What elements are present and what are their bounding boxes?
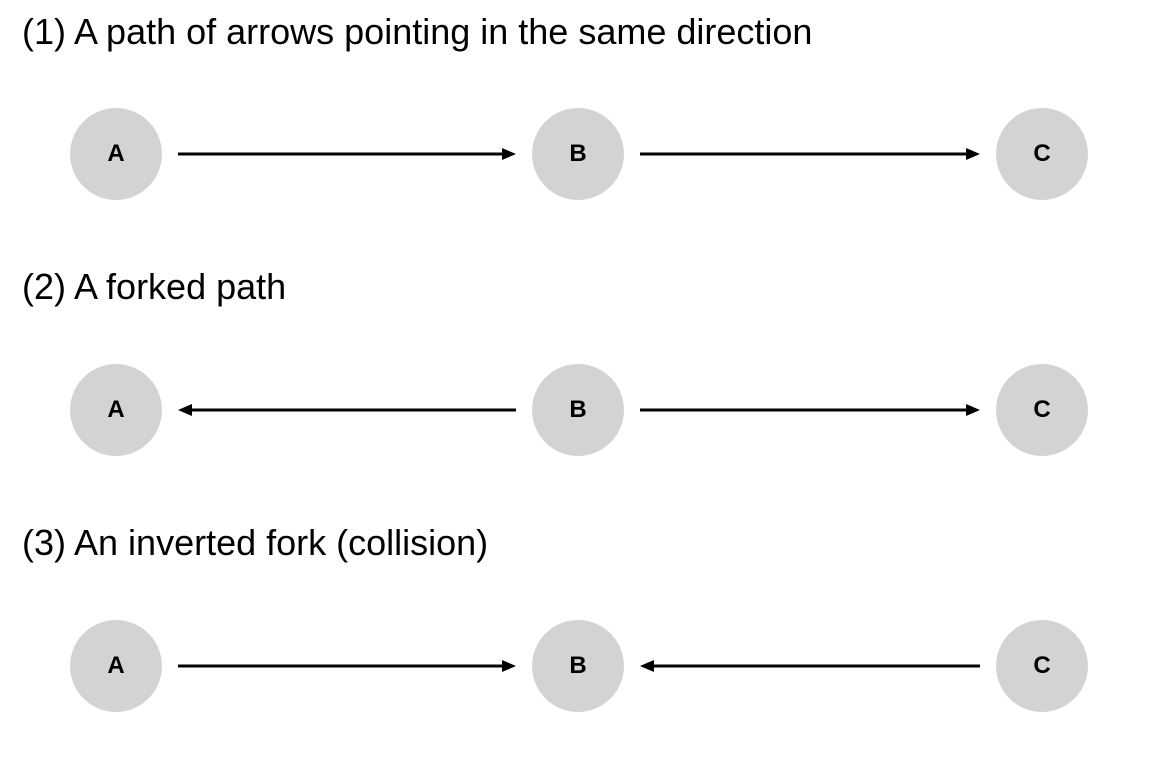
arrowhead-icon xyxy=(966,404,980,416)
panel-1-node-c: C xyxy=(996,108,1088,200)
panel-1-node-a: A xyxy=(70,108,162,200)
panel-2-edge-b-to-a xyxy=(178,404,516,416)
panel-1-edge-b-to-c xyxy=(640,148,980,160)
arrowhead-icon xyxy=(502,660,516,672)
panel-2-edge-b-to-c xyxy=(640,404,980,416)
arrowhead-icon xyxy=(502,148,516,160)
arrowhead-icon xyxy=(966,148,980,160)
panel-3-edge-a-to-b xyxy=(178,660,516,672)
panel-2-node-a: A xyxy=(70,364,162,456)
arrowhead-icon xyxy=(640,660,654,672)
panel-3-node-a: A xyxy=(70,620,162,712)
panel-3-node-b: B xyxy=(532,620,624,712)
panel-1-edge-a-to-b xyxy=(178,148,516,160)
panel-3-edge-c-to-b xyxy=(640,660,980,672)
panel-1-node-b: B xyxy=(532,108,624,200)
arrowhead-icon xyxy=(178,404,192,416)
panel-3-node-c: C xyxy=(996,620,1088,712)
panel-2-node-b: B xyxy=(532,364,624,456)
panel-3-title: (3) An inverted fork (collision) xyxy=(22,522,489,563)
panel-2-node-c: C xyxy=(996,364,1088,456)
panel-2-title: (2) A forked path xyxy=(22,266,287,307)
panel-1-title: (1) A path of arrows pointing in the sam… xyxy=(22,11,813,52)
